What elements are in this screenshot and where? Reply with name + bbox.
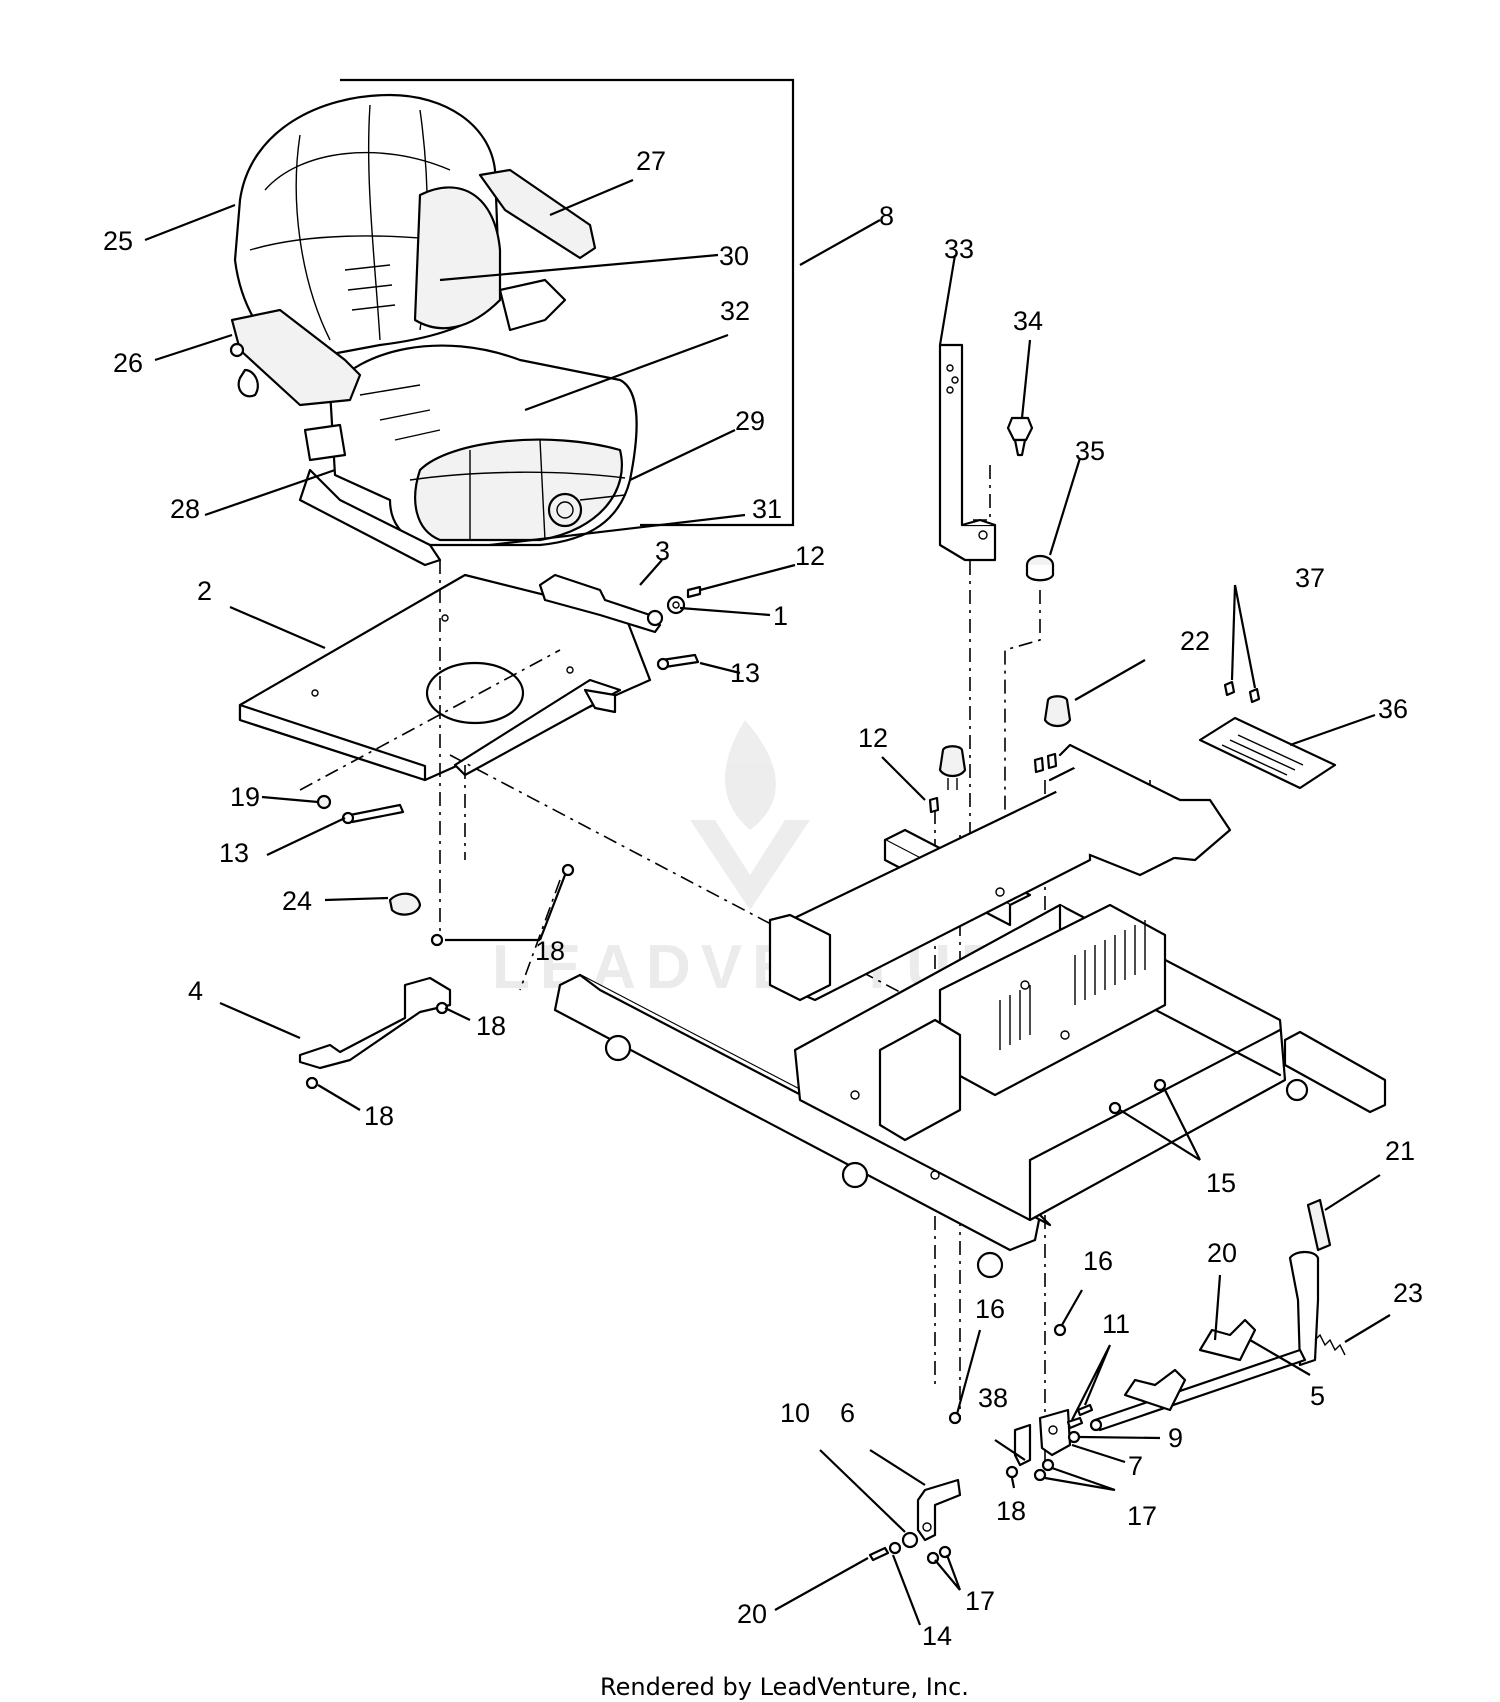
callout-6: 6 [840,1398,855,1428]
callout-28: 28 [170,494,200,524]
callout-38: 38 [978,1383,1008,1413]
plate-36 [928,680,1337,814]
callout-4: 4 [188,976,203,1006]
callout-18-d: 18 [996,1496,1026,1526]
callout-24: 24 [282,886,312,916]
seat-bracket [298,976,452,1090]
seat-latch-rod [341,573,702,825]
callout-9: 9 [1168,1423,1183,1453]
callout-21: 21 [1385,1136,1415,1166]
seat-assembly [229,93,638,567]
callout-7: 7 [1128,1451,1143,1481]
callout-20-bottom: 20 [737,1599,767,1629]
callout-16-right: 16 [1083,1246,1113,1276]
callout-2: 2 [197,576,212,606]
seat-stop-bracket [938,343,1034,562]
callout-27: 27 [636,146,666,176]
callout-25: 25 [103,226,133,256]
callout-15: 15 [1206,1168,1236,1198]
callout-34: 34 [1013,306,1043,336]
callout-17-bottom: 17 [965,1586,995,1616]
callout-23: 23 [1393,1278,1423,1308]
callout-22: 22 [1180,626,1210,656]
callout-14: 14 [922,1621,952,1651]
linkage-brackets [868,1323,1094,1565]
callout-30: 30 [719,241,749,271]
callout-18-a: 18 [535,936,565,966]
callout-12-frame: 12 [858,723,888,753]
seat-hardware [316,794,575,947]
callout-16-left: 16 [975,1294,1005,1324]
callout-13-right: 13 [730,658,760,688]
callout-33: 33 [944,234,974,264]
callout-3: 3 [655,536,670,566]
callout-37: 37 [1295,563,1325,593]
footer-credit: Rendered by LeadVenture, Inc. [600,1673,969,1701]
callout-31: 31 [752,494,782,524]
callout-35: 35 [1075,436,1105,466]
callout-29: 29 [735,406,765,436]
callout-12-top: 12 [795,541,825,571]
callout-32: 32 [720,296,750,326]
callout-labels: 25 27 8 30 33 32 26 34 29 35 28 31 3 12 … [103,146,1423,1651]
callout-1: 1 [773,601,788,631]
callout-18-b: 18 [476,1011,506,1041]
callout-11: 11 [1102,1309,1130,1339]
callout-17-right: 17 [1127,1501,1157,1531]
seat-assembly-bracket [340,78,795,527]
bumper-35 [1025,554,1055,582]
callout-10: 10 [780,1398,810,1428]
leader-lines [144,178,1391,1626]
callout-36: 36 [1378,694,1408,724]
pedal-assembly [1089,1198,1346,1432]
seat-pan [238,573,652,782]
callout-18-c: 18 [364,1101,394,1131]
mower-frame [553,743,1387,1279]
callout-19: 19 [230,782,260,812]
callout-8: 8 [879,201,894,231]
bumper-22 [938,695,1072,790]
callout-26: 26 [113,348,143,378]
callout-5: 5 [1310,1381,1325,1411]
callout-13-left: 13 [219,838,249,868]
callout-20-top: 20 [1207,1238,1237,1268]
